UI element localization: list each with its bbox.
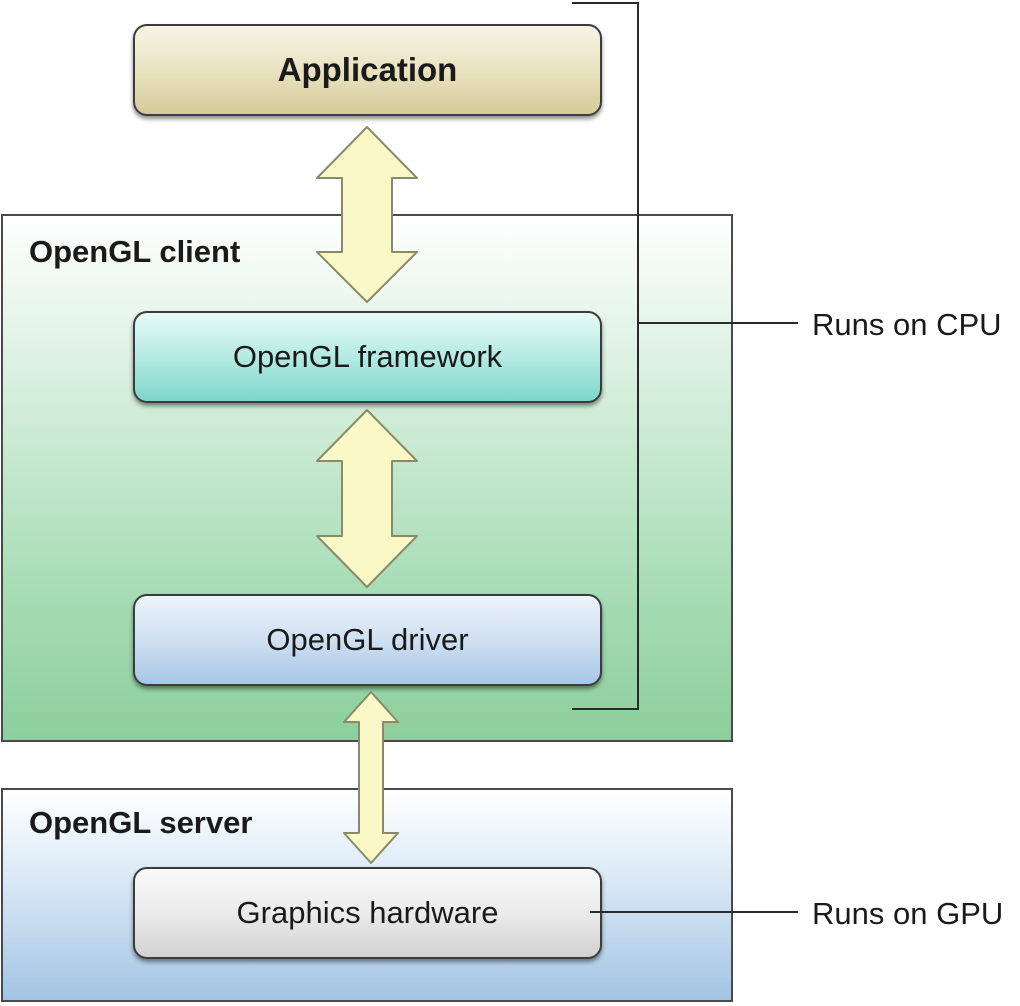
- opengl-client-label: OpenGL client: [29, 234, 241, 269]
- runs-on-cpu-label: Runs on CPU: [812, 307, 1002, 342]
- application-box: Application: [133, 24, 602, 116]
- opengl-framework-box: OpenGL framework: [133, 311, 602, 403]
- runs-on-gpu-label: Runs on GPU: [812, 896, 1004, 931]
- opengl-server-label: OpenGL server: [29, 805, 253, 840]
- opengl-driver-box: OpenGL driver: [133, 594, 602, 686]
- graphics-hardware-box: Graphics hardware: [133, 867, 602, 959]
